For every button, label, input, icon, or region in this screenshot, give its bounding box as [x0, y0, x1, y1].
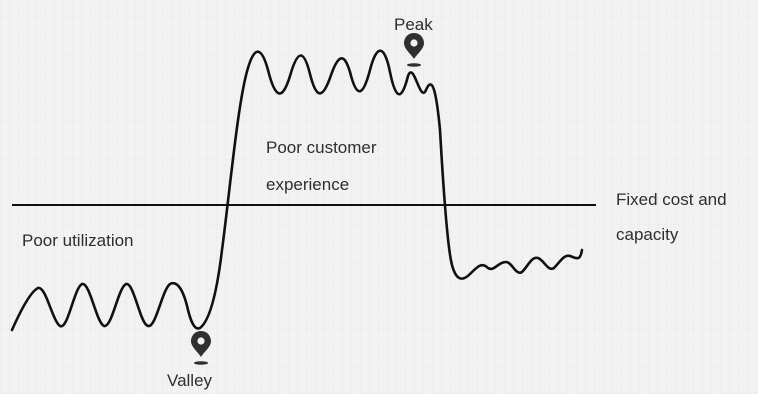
poor-utilization-label: Poor utilization [22, 231, 134, 250]
peak-marker-icon [404, 33, 424, 67]
peak-label: Peak [394, 15, 433, 34]
poor-customer-experience-label-line1: Poor customer [266, 138, 377, 157]
valley-label: Valley [167, 371, 213, 390]
fixed-cost-label-line2: capacity [616, 225, 679, 244]
fixed-cost-label-line1: Fixed cost and [616, 190, 727, 209]
demand-wave [10, 49, 584, 332]
valley-marker-icon [191, 331, 211, 365]
poor-customer-experience-label-line2: experience [266, 175, 350, 194]
